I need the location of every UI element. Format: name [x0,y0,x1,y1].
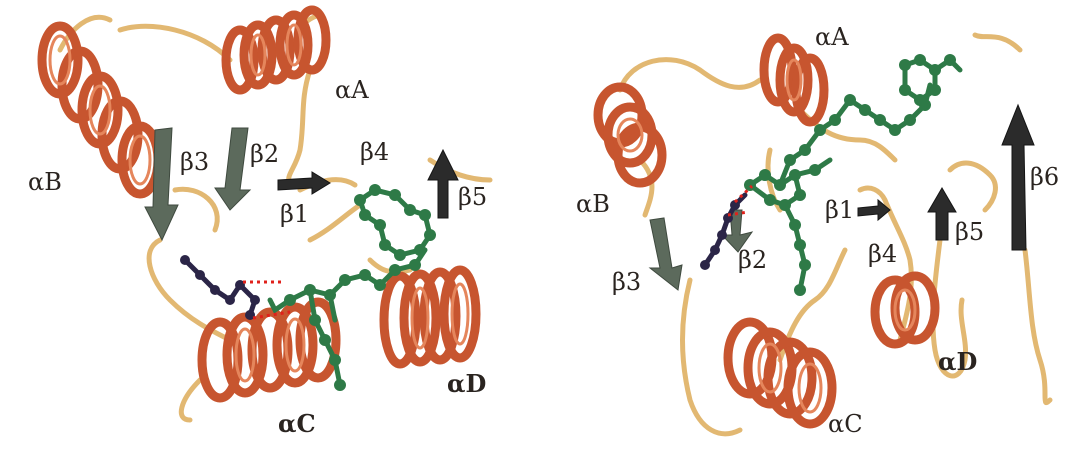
right-label-beta6: β6 [1030,163,1059,191]
right-strand-beta3 [650,218,682,290]
left-label-beta2: β2 [250,140,279,168]
left-helix-alpha-d [384,270,476,364]
right-label-alpha-a: αA [815,23,849,51]
right-helix-alpha-c [728,322,832,424]
left-label-beta1: β1 [280,200,309,228]
right-panel: αA αB αC αD β1 β2 β3 β4 β5 β6 [576,23,1059,438]
left-label-alpha-b: αB [28,168,62,196]
right-labels: αA αB αC αD β1 β2 β3 β4 β5 β6 [576,23,1059,438]
left-strand-beta2 [215,128,250,210]
right-helix-alpha-b [598,87,662,183]
right-loops [620,35,1050,434]
left-label-alpha-c: αC [278,409,316,438]
right-label-beta5: β5 [955,218,984,246]
right-label-beta4: β4 [868,240,897,268]
right-label-alpha-b: αB [576,190,610,218]
left-label-alpha-d: αD [447,369,486,398]
left-label-beta3: β3 [180,148,209,176]
right-label-beta2: β2 [738,246,767,274]
right-label-alpha-c: αC [828,410,863,438]
left-label-beta4: β4 [360,138,389,166]
right-label-beta1: β1 [825,196,854,224]
left-label-beta5: β5 [458,183,487,211]
left-helix-alpha-a [226,10,326,90]
left-panel: αA αB αC αD β1 β2 β3 β4 β5 [28,10,490,438]
right-label-alpha-d: αD [938,347,977,376]
right-strand-beta5 [928,188,956,240]
left-label-alpha-a: αA [335,76,369,104]
right-label-beta3: β3 [612,268,641,296]
